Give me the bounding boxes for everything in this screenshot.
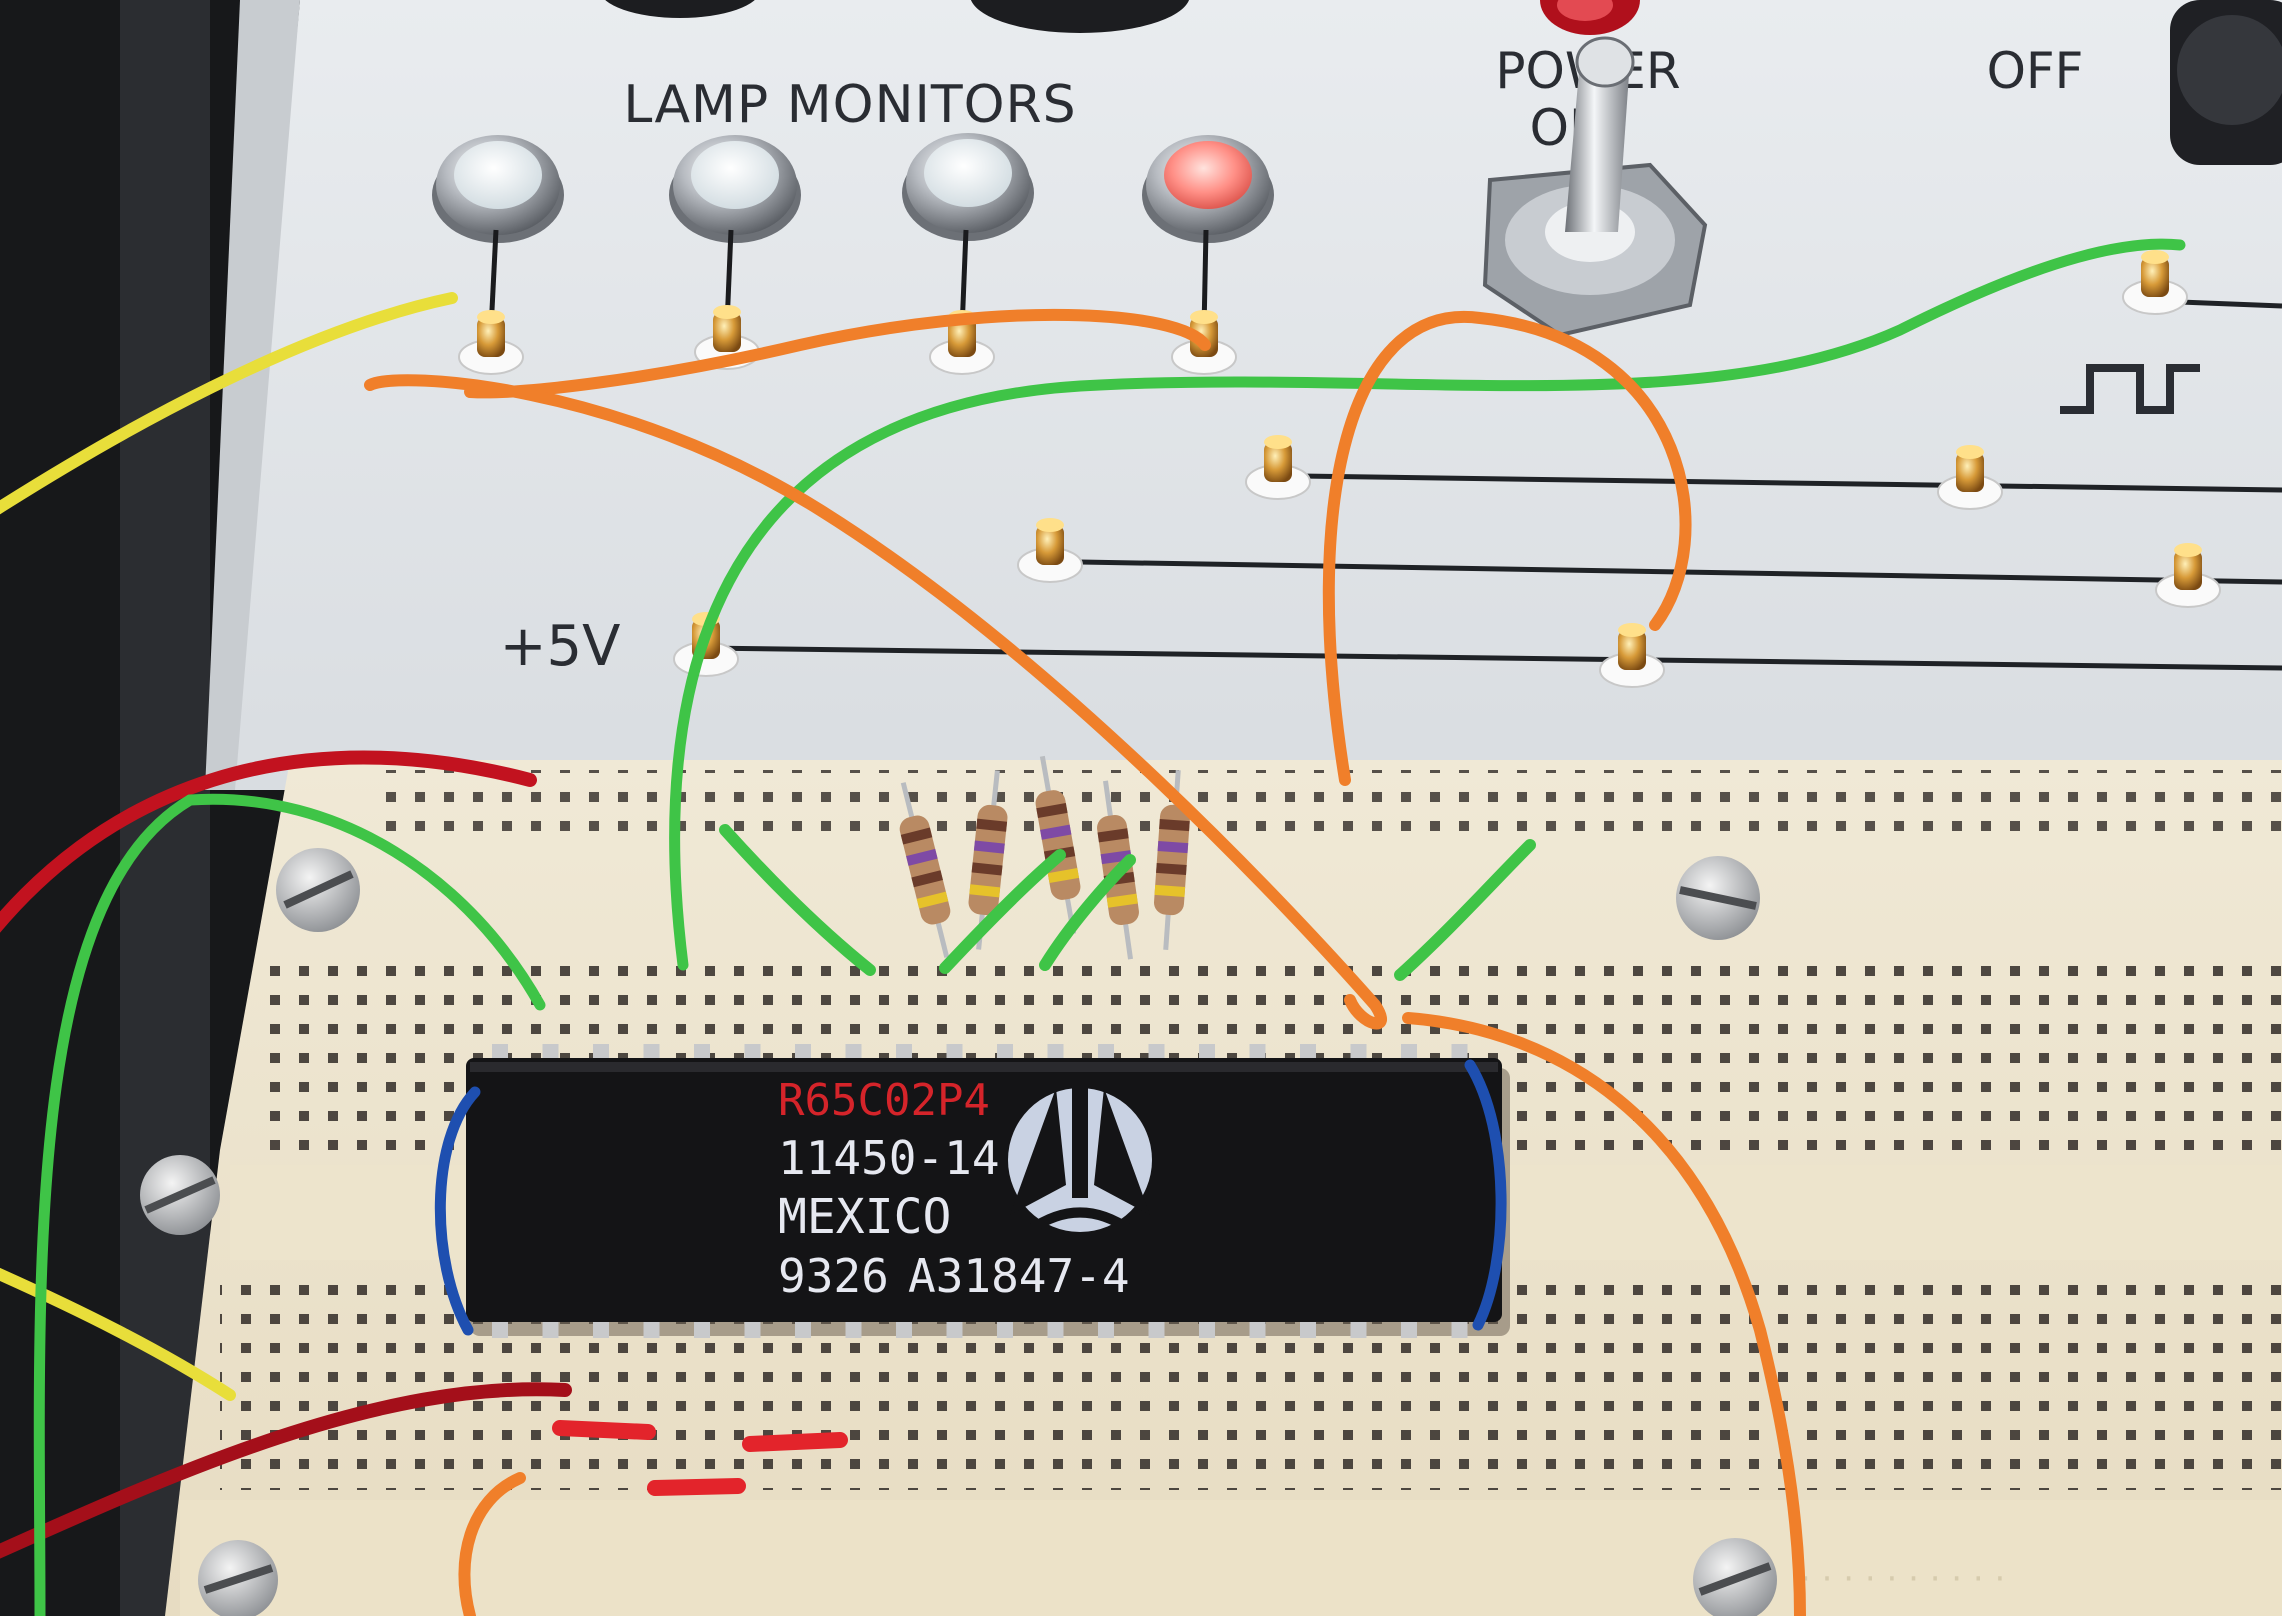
chip-part-number: R65C02P4 — [778, 1075, 990, 1126]
chip-origin: MEXICO — [778, 1189, 951, 1245]
binding-post[interactable] — [929, 310, 995, 375]
chip-batch-code: A31847-4 — [908, 1249, 1130, 1303]
binding-post[interactable] — [458, 310, 524, 375]
yellow-wire-bottom — [0, 1267, 236, 1401]
square-wave-symbol — [2060, 364, 2200, 414]
top-knob — [605, 0, 755, 18]
red-wire-bottom — [0, 1382, 572, 1559]
off-label: OFF — [1987, 42, 2084, 100]
microprocessor-chip — [466, 1058, 1502, 1322]
chip-top-bevel — [470, 1062, 1498, 1072]
resistor — [968, 770, 1008, 950]
red-wire-left — [0, 750, 537, 934]
orange-wire-lamp — [464, 308, 1211, 399]
long-wires — [0, 238, 2186, 1616]
breadboard-bottom-strip — [180, 1500, 2282, 1616]
panel-left-edge — [205, 0, 300, 790]
green-wire-left-inner — [184, 793, 546, 1011]
orange-wire-right — [1402, 1012, 1806, 1616]
lamp-monitors-label: LAMP MONITORS — [623, 75, 1076, 135]
orange-wire-long — [364, 374, 1387, 1030]
top-knob — [970, 0, 1190, 33]
power-toggle-switch[interactable] — [1482, 36, 1708, 338]
lamp-monitors — [432, 133, 1274, 243]
chip-pins-top — [492, 1044, 1468, 1062]
green-wire-center — [669, 238, 2186, 971]
blue-jumper-right — [1464, 1059, 1507, 1331]
binding-post[interactable] — [2155, 543, 2221, 608]
blue-jumper-left — [434, 1086, 481, 1336]
red-terminal-highlight — [1557, 0, 1613, 21]
short-jumpers-red — [552, 1420, 848, 1496]
chip-date-code: 9326 — [778, 1249, 889, 1303]
yellow-wire-top — [0, 292, 458, 515]
orange-wire-loop — [1322, 310, 1692, 786]
off-switch-nut — [2177, 15, 2282, 125]
binding-post[interactable] — [1245, 435, 1311, 500]
lamp-3-off — [902, 133, 1034, 241]
short-jumpers-green — [719, 824, 1536, 981]
green-wire-left-outer — [33, 794, 196, 1616]
manufacturer-logo — [1008, 1088, 1152, 1235]
breadboard-top-rail-holes — [380, 770, 2282, 850]
binding-post[interactable] — [2122, 250, 2188, 315]
lamp-1-off — [432, 135, 564, 243]
binding-post[interactable] — [1599, 623, 1665, 688]
plus-5v-label: +5V — [500, 614, 621, 679]
chip-lot-number: 11450-14 — [778, 1131, 1000, 1185]
resistor — [899, 782, 951, 958]
chip-pins-bottom — [492, 1318, 1468, 1338]
breadboard-screws — [140, 848, 1777, 1616]
binding-post[interactable] — [1017, 518, 1083, 583]
resistor — [1035, 755, 1081, 935]
lamp-4-on — [1142, 135, 1274, 243]
binding-post[interactable] — [1937, 445, 2003, 510]
orange-wire-bottom-left — [458, 1472, 526, 1616]
breadboard-imprint: · · · · · · · · · · — [1800, 1559, 2005, 1599]
lamp-2-off — [669, 135, 801, 243]
resistors — [899, 755, 1190, 960]
